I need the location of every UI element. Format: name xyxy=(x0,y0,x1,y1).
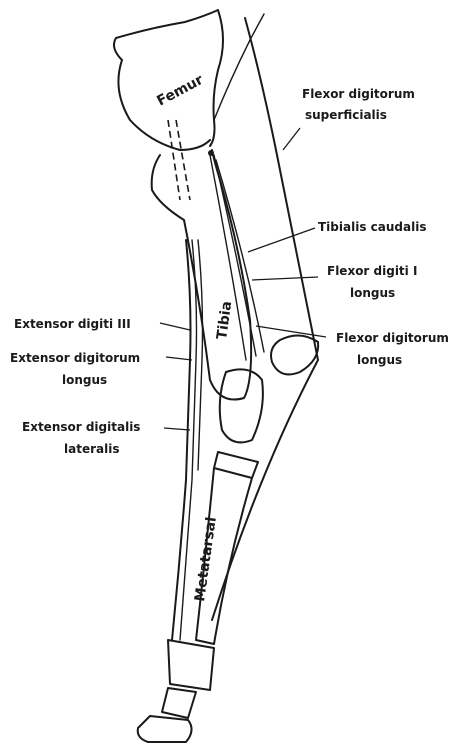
extensor-digitorum-longus-label-line1: Extensor digitorum xyxy=(10,351,140,365)
extensor-digitalis-lateralis-label-line2: lateralis xyxy=(64,442,119,456)
flexor-digiti-i-leader xyxy=(252,277,318,280)
femur-label: Femur xyxy=(154,72,206,110)
tibialis-caudalis-label: Tibialis caudalis xyxy=(318,220,426,234)
extensor-digitalis-lateralis-leader xyxy=(164,428,190,430)
tibialis-caudalis-leader xyxy=(248,228,315,252)
metatarsal-label: Metatarsal xyxy=(192,516,220,603)
extensor-digiti-iii-leader xyxy=(160,323,190,330)
femur-bone xyxy=(114,10,223,150)
hock-joint xyxy=(271,335,318,374)
tarsal-bone xyxy=(220,369,263,442)
phalanx-1 xyxy=(168,640,214,690)
extensor-outline-3 xyxy=(198,240,203,470)
claw xyxy=(138,716,192,742)
flexor-digitorum-longus-label-line2: longus xyxy=(357,353,402,367)
tibia-label: Tibia xyxy=(214,300,235,340)
flexor-digiti-i-label-line1: Flexor digiti I xyxy=(327,264,417,278)
tibia-origin-point xyxy=(208,150,214,156)
phalanx-2 xyxy=(162,688,196,718)
flexor-digitorum-longus-label-line1: Flexor digitorum xyxy=(336,331,449,345)
extensor-digitorum-longus-label-line2: longus xyxy=(62,373,107,387)
extensor-digiti-iii-label: Extensor digiti III xyxy=(14,317,131,331)
flexor-superficialis-leader xyxy=(283,128,300,150)
extensor-digitorum-longus-leader xyxy=(166,357,192,360)
flexor-digiti-i-label-line2: longus xyxy=(350,286,395,300)
extensor-outline-1 xyxy=(172,240,191,640)
extensor-digitalis-lateralis-label-line1: Extensor digitalis xyxy=(22,420,140,434)
flexor-superficialis-label-line1: Flexor digitorum xyxy=(302,87,415,101)
flexor-superficialis-label-line2: superficialis xyxy=(305,108,387,122)
